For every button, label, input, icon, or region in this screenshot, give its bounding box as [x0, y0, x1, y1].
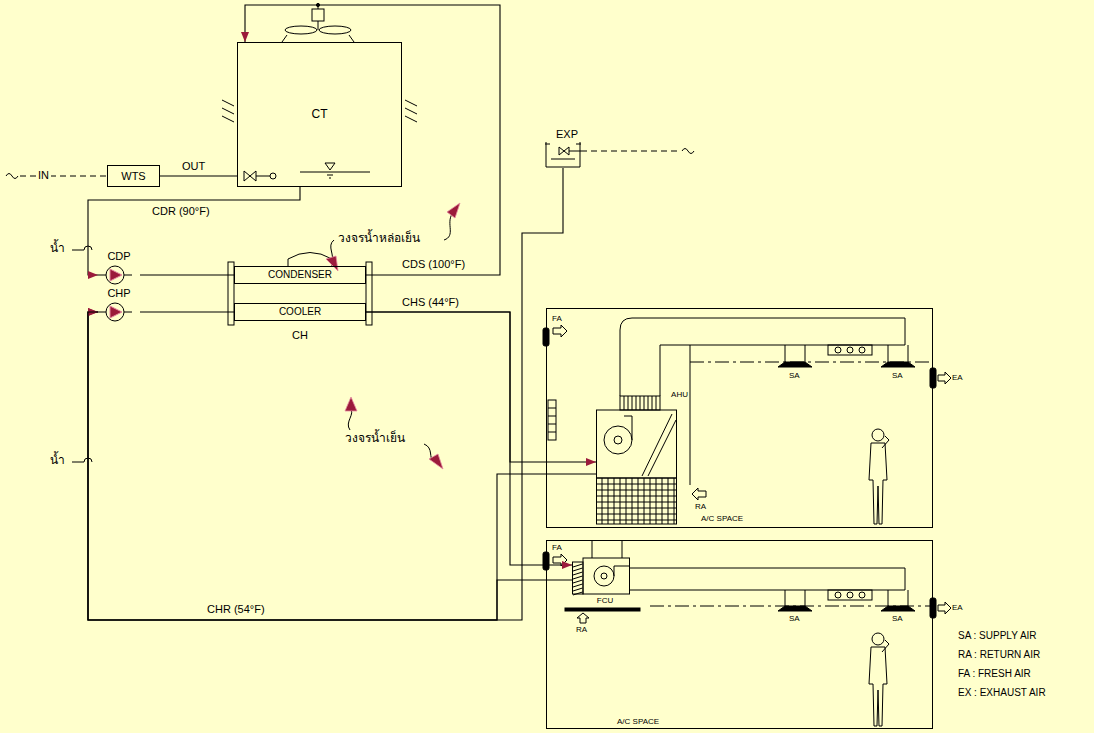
fcu-cabinet — [573, 558, 630, 595]
expansion-tank: EXP — [545, 128, 589, 168]
pipe-connector — [245, 5, 500, 275]
makeup-water-line — [72, 149, 694, 463]
person-figure — [869, 633, 889, 726]
air-label: EA — [952, 603, 963, 612]
legend-entry: EX : EXHAUST AIR — [958, 687, 1046, 699]
node-label: A/C SPACE — [701, 514, 743, 523]
ahu-cabinet — [597, 396, 677, 524]
tower-basin — [244, 163, 370, 181]
person-figure — [869, 429, 889, 524]
air-handling-unit: AHU — [596, 390, 688, 525]
pipe-connector — [88, 312, 596, 620]
air-label: FA — [552, 314, 562, 323]
pump-body — [98, 303, 132, 321]
node-label: CONDENSER — [268, 269, 332, 281]
pipe-connector — [140, 311, 234, 312]
cooling-tower: CT — [237, 42, 402, 187]
inlet-label: IN — [36, 169, 51, 182]
conditioned-space: A/C SPACE FCU — [546, 540, 933, 729]
air-label: SA — [789, 371, 800, 380]
pump-symbol — [98, 264, 132, 286]
tank-symbol — [545, 142, 581, 168]
conditioned-space: A/C SPACE AHU — [546, 308, 933, 528]
loop-label: วงจรน้ำเย็น — [345, 432, 405, 446]
node-label: CDP — [98, 250, 140, 263]
legend-entry: FA : FRESH AIR — [958, 668, 1031, 680]
loop-callout-mark — [331, 214, 452, 462]
room-two-equipment — [543, 540, 951, 623]
pump-body — [98, 266, 132, 284]
air-label: RA — [576, 625, 587, 634]
legend-entry: RA : RETURN AIR — [958, 649, 1040, 661]
node-label: A/C SPACE — [617, 717, 659, 726]
node-label: FCU — [572, 596, 638, 606]
pipe-connector — [140, 274, 234, 275]
pipe-connector — [88, 187, 300, 275]
loop-callout-arrow — [326, 203, 460, 469]
pipe-connector — [160, 175, 237, 176]
air-label: SA — [892, 371, 903, 380]
pump-symbol — [98, 301, 132, 323]
condenser-pump: CDP — [98, 250, 140, 286]
pipe-label: CDR (90°F) — [150, 205, 212, 218]
pipe-connector — [88, 312, 572, 620]
pipe-connector — [88, 168, 563, 620]
pipe-label: CHS (44°F) — [400, 296, 461, 309]
node-label: AHU — [671, 390, 688, 399]
air-label: RA — [695, 502, 706, 511]
condenser-shell: CONDENSER — [234, 266, 366, 284]
chiller-label: CH — [292, 329, 308, 342]
fan-coil-unit: FCU — [572, 556, 638, 606]
water-label: น้ำ — [50, 242, 65, 256]
air-label: SA — [789, 614, 800, 623]
air-label: SA — [892, 614, 903, 623]
room-one-equipment — [543, 318, 951, 500]
ahu-symbol — [596, 390, 688, 525]
water-label: น้ำ — [50, 454, 65, 468]
pipe-label: CDS (100°F) — [400, 258, 467, 271]
tower-fan — [282, 3, 354, 42]
pipe-label: OUT — [180, 160, 207, 173]
node-label: CT — [312, 108, 328, 122]
water-inlet — [6, 174, 107, 179]
node-label: WTS — [121, 170, 145, 183]
chiller-shell — [228, 253, 372, 326]
loop-label: วงจรน้ำหล่อเย็น — [338, 232, 420, 246]
tower-louvre — [222, 100, 417, 122]
node-label: COOLER — [279, 306, 321, 318]
node-label: CHP — [98, 287, 140, 300]
air-label: FA — [552, 543, 562, 552]
cooler-shell: COOLER — [234, 303, 366, 321]
air-label: EA — [952, 373, 963, 382]
pipe-label: CHR (54°F) — [205, 603, 267, 616]
legend-entry: SA : SUPPLY AIR — [958, 630, 1037, 642]
tank-body — [545, 142, 581, 167]
fcu-symbol — [572, 556, 630, 596]
chilled-water-pump: CHP — [98, 287, 140, 323]
treatment-box: WTS — [107, 165, 160, 187]
node-label: EXP — [545, 128, 589, 141]
